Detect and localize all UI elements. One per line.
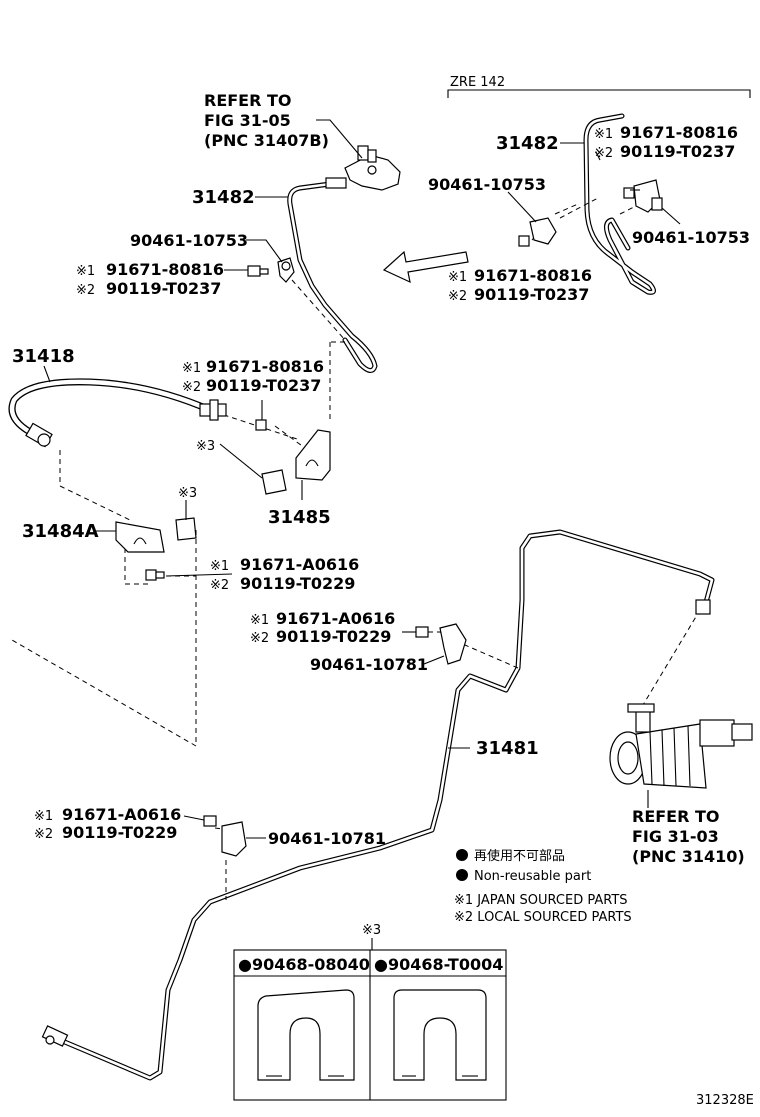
leader-lines	[43, 119, 681, 839]
bolt-g2-mark1: ※1	[594, 127, 613, 142]
clutch-master-cylinder[interactable]	[609, 703, 753, 789]
refer-top-block: REFER TO FIG 31-05 (PNC 31407B)	[204, 91, 329, 150]
bolt-g1-num1: 91671-80816	[106, 260, 224, 279]
non-reusable-dot-icon	[456, 849, 468, 861]
bolt-g1-mark2: ※2	[76, 283, 95, 298]
bolt-g6-mark1: ※1	[250, 613, 269, 628]
bolt-g7-mark1: ※1	[34, 809, 53, 824]
label-31481: 31481	[476, 738, 539, 759]
refer-top-line2: FIG 31-05	[204, 111, 291, 130]
bolt-g4-mark1: ※1	[182, 361, 201, 376]
note3-b: ※3	[178, 486, 197, 501]
bolt-g3-num1: 91671-80816	[474, 266, 592, 285]
clamp-90461-10753-main[interactable]	[277, 257, 295, 283]
non-reusable-dot-icon-2	[456, 869, 468, 881]
variant-bracket: ZRE 142	[447, 75, 751, 98]
bolt-g5-num2: 90119-T0229	[240, 574, 355, 593]
bolt-group-2: ※1 91671-80816 ※2 90119-T0237	[594, 123, 738, 161]
bolt-g4-num1: 91671-80816	[206, 357, 324, 376]
junction-fitting[interactable]	[325, 145, 401, 191]
hose-31418[interactable]	[8, 378, 214, 436]
bolt-g4-num2: 90119-T0237	[206, 376, 321, 395]
label-clamp-90461-10781-low: 90461-10781	[268, 829, 386, 848]
legend: 再使用不可部品 Non-reusable part ※1 JAPAN SOURC…	[454, 848, 632, 925]
bolt-g6-num2: 90119-T0229	[276, 627, 391, 646]
bracket-31484a[interactable]	[115, 517, 197, 581]
bolt-g4-mark2: ※2	[182, 380, 201, 395]
inset-clamp-a[interactable]	[518, 217, 557, 247]
legend-note2: ※2 LOCAL SOURCED PARTS	[454, 910, 632, 925]
bolt-g2-num2: 90119-T0237	[620, 142, 735, 161]
bolt-g2-mark2: ※2	[594, 146, 613, 161]
shim-right-label: ●90468-T0004	[374, 955, 503, 974]
bolt-g5-mark1: ※1	[210, 559, 229, 574]
direction-arrow	[382, 250, 469, 284]
bolt-group-7: ※1 91671-A0616 ※2 90119-T0229	[34, 805, 181, 842]
bolt-g1-num2: 90119-T0237	[106, 279, 221, 298]
bolt-group-3: ※1 91671-80816 ※2 90119-T0237	[448, 266, 592, 304]
label-clamp-90461-10753-main: 90461-10753	[130, 231, 248, 250]
pipe-31481[interactable]	[57, 529, 715, 1081]
label-31482-main: 31482	[192, 187, 255, 208]
bolt-g7-num2: 90119-T0229	[62, 823, 177, 842]
bolt-g5-num1: 91671-A0616	[240, 555, 359, 574]
refer-right-line1: REFER TO	[632, 807, 720, 826]
label-clamp-90461-10753-inset-a: 90461-10753	[428, 175, 546, 194]
bolt-group-6: ※1 91671-A0616 ※2 90119-T0229	[250, 609, 395, 646]
refer-right-line3: (PNC 31410)	[632, 847, 745, 866]
shim-left-label: ●90468-08040	[238, 955, 370, 974]
shim-right-icon	[393, 989, 487, 1081]
note3-box: ※3	[362, 923, 381, 938]
label-clamp-90461-10781-mid: 90461-10781	[310, 655, 428, 674]
clamp-90461-10781-low[interactable]	[203, 815, 247, 857]
bolt-g7-mark2: ※2	[34, 827, 53, 842]
bracket-31485[interactable]	[255, 419, 331, 495]
refer-top-line1: REFER TO	[204, 91, 292, 110]
guide-lines	[11, 197, 701, 900]
bolt-group-4: ※1 91671-80816 ※2 90119-T0237	[182, 357, 324, 395]
bolt-g2-num1: 91671-80816	[620, 123, 738, 142]
label-31485: 31485	[268, 507, 331, 528]
bolt-group-5: ※1 91671-A0616 ※2 90119-T0229	[210, 555, 359, 593]
label-31484a: 31484A	[22, 521, 99, 542]
bolt-g1-mark1: ※1	[76, 264, 95, 279]
bolt-g5-mark2: ※2	[210, 578, 229, 593]
label-31418: 31418	[12, 346, 75, 367]
figure-id: 312328E	[696, 1093, 754, 1108]
pipe-31482-main[interactable]	[287, 181, 378, 373]
inset-clamp-b[interactable]	[623, 179, 663, 213]
label-31482-inset: 31482	[496, 133, 559, 154]
refer-top-line3: (PNC 31407B)	[204, 131, 329, 150]
bolt-g7-num1: 91671-A0616	[62, 805, 181, 824]
bolt-g6-mark2: ※2	[250, 631, 269, 646]
bolt-g1[interactable]	[247, 265, 269, 277]
bolt-g3-mark2: ※2	[448, 289, 467, 304]
hose-fitting-left[interactable]	[25, 422, 53, 448]
pipe-end-fitting-left[interactable]	[41, 1025, 69, 1047]
note3-a: ※3	[196, 439, 215, 454]
bolt-g3-num2: 90119-T0237	[474, 285, 589, 304]
pipe-end-fitting-right[interactable]	[695, 599, 711, 615]
legend-non-reusable-jp: 再使用不可部品	[474, 848, 565, 864]
legend-non-reusable-en: Non-reusable part	[474, 869, 591, 884]
refer-right-line2: FIG 31-03	[632, 827, 719, 846]
label-clamp-90461-10753-inset-b: 90461-10753	[632, 228, 750, 247]
variant-label: ZRE 142	[450, 75, 505, 90]
shim-box: ※3 ●90468-08040 ●90468-T0004	[233, 923, 507, 1101]
bolt-g3-mark1: ※1	[448, 270, 467, 285]
hose-fitting-right[interactable]	[199, 399, 227, 421]
refer-right-block: REFER TO FIG 31-03 (PNC 31410)	[632, 807, 745, 866]
pipe-31482-inset[interactable]	[583, 113, 656, 295]
shim-left-icon	[257, 989, 355, 1081]
bolt-group-1: ※1 91671-80816 ※2 90119-T0237	[76, 260, 224, 298]
bolt-g6-num1: 91671-A0616	[276, 609, 395, 628]
legend-note1: ※1 JAPAN SOURCED PARTS	[454, 893, 628, 908]
